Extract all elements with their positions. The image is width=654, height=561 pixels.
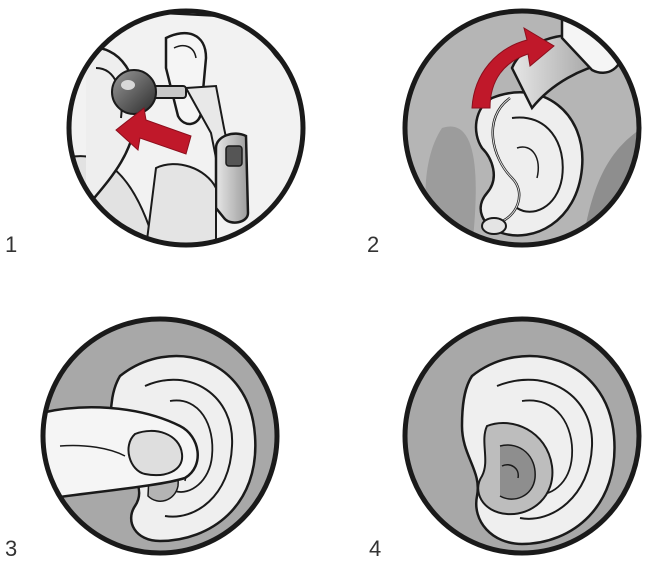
step-3-illustration [40, 316, 280, 556]
step-number: 2 [367, 234, 379, 256]
step-1-illustration [66, 8, 306, 248]
step-2-drawing [402, 8, 642, 248]
step-1-drawing [66, 8, 306, 248]
step-3-drawing [40, 316, 280, 556]
step-number: 4 [369, 538, 381, 560]
step-2-illustration [402, 8, 642, 248]
step-number: 1 [5, 234, 17, 256]
step-4-illustration [402, 316, 642, 556]
step-4-drawing [402, 316, 642, 556]
step-number: 3 [5, 538, 17, 560]
